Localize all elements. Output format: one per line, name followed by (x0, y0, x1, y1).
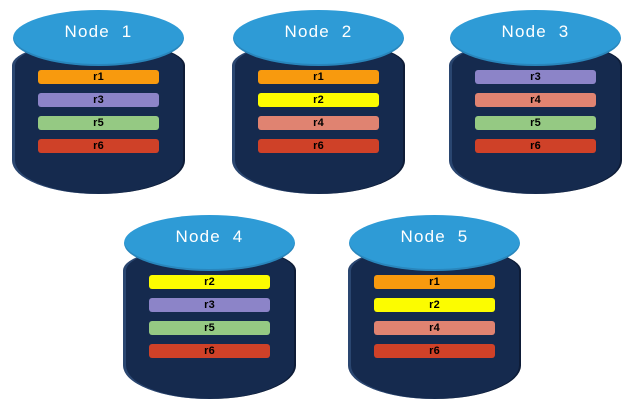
replica-bar-r4[interactable]: r4 (258, 116, 379, 130)
node-label: Node 1 (64, 22, 133, 41)
cylinder-top-ellipse (124, 215, 295, 271)
node-label: Node 2 (284, 22, 353, 41)
cylinder-top-ellipse (450, 10, 621, 66)
node-5[interactable]: Node 5 r1 r2 r4 r6 (348, 213, 521, 399)
replica-bar-r1[interactable]: r1 (258, 70, 379, 84)
node-label: Node 3 (501, 22, 570, 41)
replica-bar-r2[interactable]: r2 (258, 93, 379, 107)
node-1[interactable]: Node 1 r1 r3 r5 r6 (12, 8, 185, 194)
replica-bar-r6[interactable]: r6 (374, 344, 495, 358)
cylinder-top-ellipse (13, 10, 184, 66)
replica-bar-r6[interactable]: r6 (475, 139, 596, 153)
replica-bar-r2[interactable]: r2 (149, 275, 270, 289)
replica-bar-r2[interactable]: r2 (374, 298, 495, 312)
node-4[interactable]: Node 4 r2 r3 r5 r6 (123, 213, 296, 399)
node-label: Node 5 (400, 227, 469, 246)
cylinder-top-ellipse (233, 10, 404, 66)
replica-bar-r4[interactable]: r4 (475, 93, 596, 107)
replica-bar-r6[interactable]: r6 (258, 139, 379, 153)
replica-list: r1 r2 r4 r6 (374, 275, 495, 358)
cylinder-top-ellipse (349, 215, 520, 271)
replica-bar-r1[interactable]: r1 (374, 275, 495, 289)
replica-bar-r6[interactable]: r6 (38, 139, 159, 153)
replica-bar-r3[interactable]: r3 (149, 298, 270, 312)
replica-list: r1 r3 r5 r6 (38, 70, 159, 153)
node-2[interactable]: Node 2 r1 r2 r4 r6 (232, 8, 405, 194)
replica-bar-r5[interactable]: r5 (149, 321, 270, 335)
replica-bar-r6[interactable]: r6 (149, 344, 270, 358)
replica-bar-r3[interactable]: r3 (38, 93, 159, 107)
replica-bar-r4[interactable]: r4 (374, 321, 495, 335)
node-label: Node 4 (175, 227, 244, 246)
replica-list: r3 r4 r5 r6 (475, 70, 596, 153)
replica-bar-r3[interactable]: r3 (475, 70, 596, 84)
replica-bar-r5[interactable]: r5 (38, 116, 159, 130)
replica-list: r2 r3 r5 r6 (149, 275, 270, 358)
node-3[interactable]: Node 3 r3 r4 r5 r6 (449, 8, 622, 194)
replica-list: r1 r2 r4 r6 (258, 70, 379, 153)
replica-bar-r5[interactable]: r5 (475, 116, 596, 130)
replica-bar-r1[interactable]: r1 (38, 70, 159, 84)
